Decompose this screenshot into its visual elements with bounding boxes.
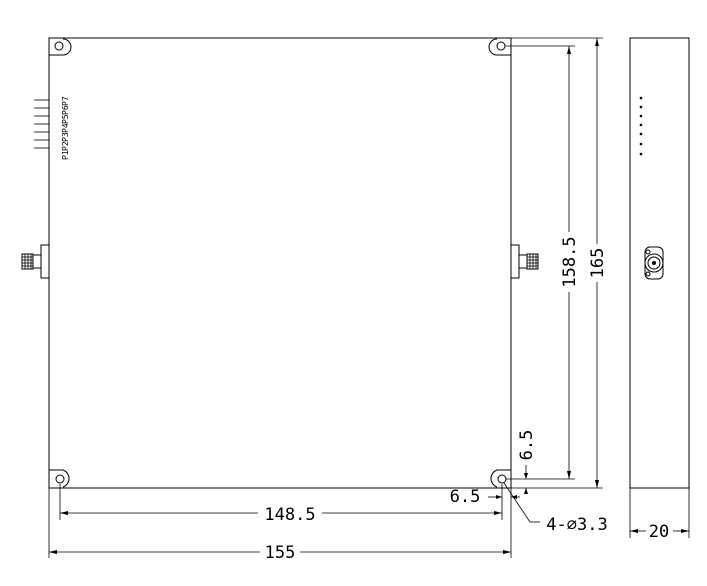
- mounting-hole-top-left: [49, 38, 72, 56]
- mounting-hole-top-right: [488, 38, 511, 56]
- side-rf-connector: [644, 246, 664, 280]
- mounting-hole-bottom-left: [49, 469, 70, 488]
- dimension-lines: [48, 37, 690, 558]
- pin-label-1: P1: [61, 150, 70, 160]
- pin-header: [34, 99, 49, 149]
- pin-label-7: P7: [61, 96, 70, 106]
- side-pin-dots: [639, 96, 643, 156]
- dim-width-total: 155: [265, 543, 296, 563]
- side-body-outline: [629, 37, 690, 489]
- dim-hole-offset-y: 6.5: [517, 430, 537, 461]
- mounting-hole-bottom-right: [490, 469, 511, 488]
- pin-label-6: P6: [61, 105, 70, 115]
- dim-side-thickness: 20: [649, 522, 669, 542]
- pin-labels: P1 P2 P3 P4 P5 P6 P7: [61, 96, 70, 160]
- side-view: [629, 37, 690, 489]
- left-rf-connector: [21, 244, 50, 279]
- dim-width-holes: 148.5: [264, 505, 315, 525]
- dim-hole-offset-x: 6.5: [450, 487, 481, 507]
- front-body-outline: [48, 37, 512, 489]
- right-rf-connector: [510, 244, 539, 279]
- pin-label-4: P4: [61, 123, 70, 133]
- pin-label-3: P3: [61, 132, 70, 142]
- pin-label-2: P2: [61, 141, 70, 151]
- dim-hole-callout: 4-⌀3.3: [546, 515, 607, 535]
- dim-height-holes: 158.5: [560, 236, 580, 287]
- dim-height-total: 165: [588, 248, 608, 279]
- pin-label-5: P5: [61, 114, 70, 124]
- front-view: P1 P2 P3 P4 P5 P6 P7: [21, 37, 539, 489]
